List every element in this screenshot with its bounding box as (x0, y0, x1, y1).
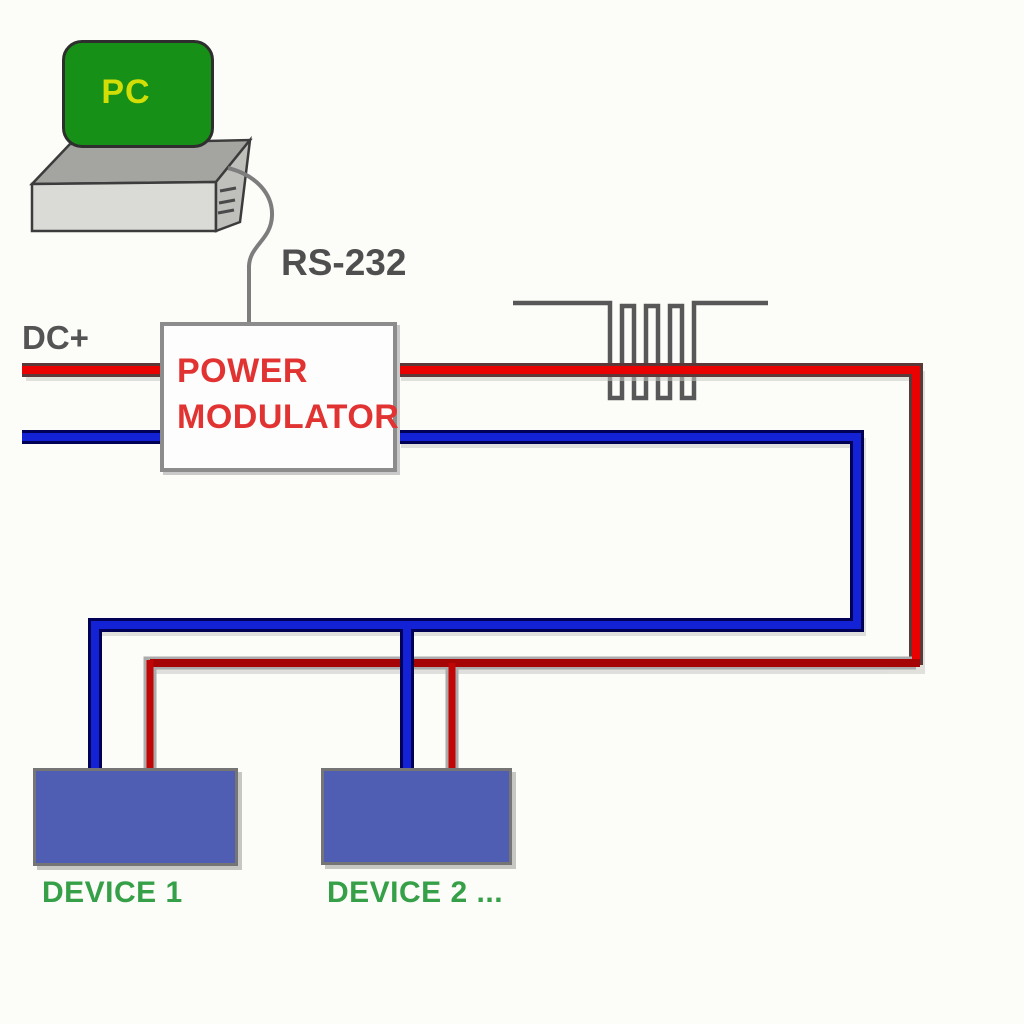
power-modulator-box: POWER MODULATOR (160, 322, 400, 472)
device-2-label: DEVICE 2 ... (327, 876, 504, 909)
rs232-cable (227, 166, 275, 322)
blue-power-wire (22, 430, 864, 770)
modulator-title-line2: MODULATOR (177, 398, 400, 436)
device-1-box (33, 768, 238, 866)
pc-monitor-icon: PC (62, 40, 214, 148)
coil-symbol-icon (513, 300, 768, 401)
pc-case-icon (29, 135, 253, 233)
modulator-title-line1: POWER (177, 352, 308, 390)
device-2-box (321, 768, 512, 865)
dc-plus-label: DC+ (22, 319, 89, 356)
pc-label: PC (101, 72, 151, 111)
red-power-wire (22, 363, 923, 772)
device-1-label: DEVICE 1 (42, 876, 183, 909)
rs232-label: RS-232 (281, 242, 407, 283)
